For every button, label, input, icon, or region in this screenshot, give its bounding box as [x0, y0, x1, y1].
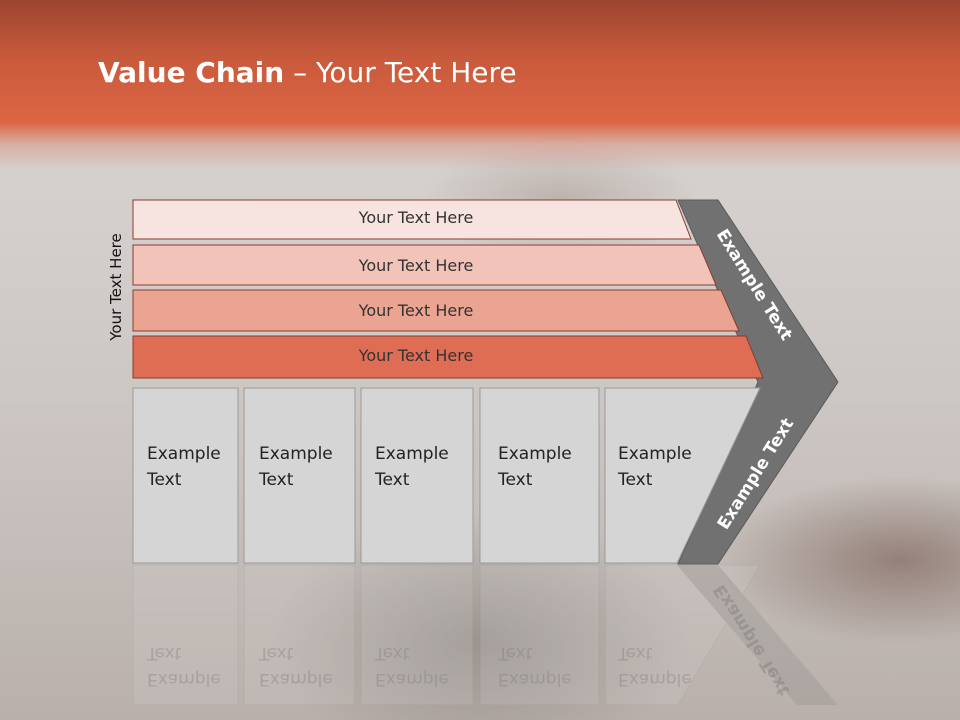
- column-box-3: [360, 387, 474, 564]
- slide-title: Value Chain – Your Text Here: [98, 56, 517, 89]
- reflection: [132, 564, 838, 706]
- header-band: [0, 0, 960, 170]
- column-box-5: [604, 387, 761, 564]
- row-label-4: Your Text Here: [358, 346, 474, 365]
- row-shape-2: [132, 244, 717, 286]
- row-shape-1: [132, 199, 692, 240]
- row-shape-4: [132, 335, 764, 379]
- row-label-2: Your Text Here: [358, 256, 474, 275]
- row-label-1: Your Text Here: [358, 208, 474, 227]
- column-box-4: [479, 387, 600, 564]
- column-box-1: [132, 387, 239, 564]
- column-box-2: [243, 387, 356, 564]
- row-label-3: Your Text Here: [358, 301, 474, 320]
- row-shape-3: [132, 289, 740, 332]
